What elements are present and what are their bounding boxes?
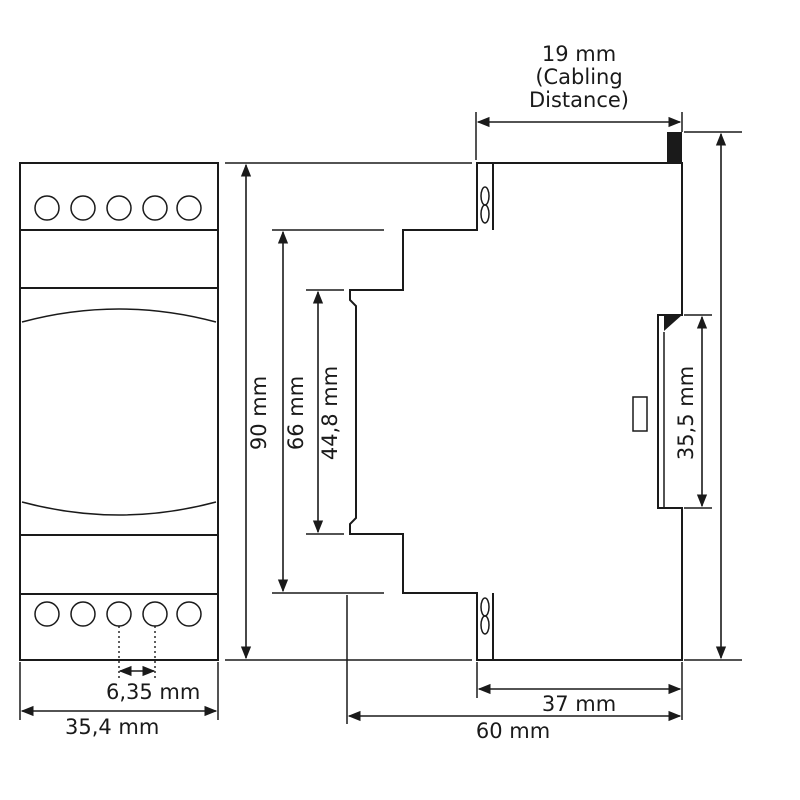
- rail-latch: [632, 396, 648, 432]
- front-panel-curve-top: [21, 308, 217, 323]
- label-cabling-2: (Cabling: [535, 65, 622, 89]
- screw-head: [480, 615, 490, 635]
- front-outline: [19, 162, 219, 661]
- terminal-screw: [176, 601, 202, 627]
- label-44: 44,8 mm: [318, 366, 342, 460]
- screw-head: [480, 597, 490, 617]
- rail-clip: [664, 315, 682, 331]
- side-view: [349, 132, 683, 661]
- label-pitch: 6,35 mm: [106, 680, 200, 704]
- dimension-labels: 19 mm (Cabling Distance) 90 mm 66 mm 44,…: [65, 42, 698, 743]
- terminal-screw: [176, 195, 202, 221]
- terminal-screw: [34, 195, 60, 221]
- top-terminals: [34, 195, 202, 221]
- cabling-block: [667, 132, 682, 163]
- side-outline: [349, 162, 683, 661]
- terminal-screw: [142, 195, 168, 221]
- front-view: [19, 162, 219, 720]
- label-90: 90 mm: [247, 376, 271, 450]
- side-dimensions: [346, 112, 742, 724]
- label-66: 66 mm: [284, 376, 308, 450]
- terminal-screw: [106, 195, 132, 221]
- label-width: 35,4 mm: [65, 715, 159, 739]
- label-cabling-3: Distance): [529, 88, 629, 112]
- label-35: 35,5 mm: [674, 366, 698, 460]
- terminal-screw: [70, 195, 96, 221]
- bottom-terminals: [34, 601, 202, 627]
- front-panel-curve-bottom: [21, 501, 217, 516]
- label-60: 60 mm: [476, 719, 550, 743]
- terminal-screw: [106, 601, 132, 627]
- terminal-screw: [34, 601, 60, 627]
- label-cabling-1: 19 mm: [542, 42, 616, 66]
- terminal-screw: [142, 601, 168, 627]
- screw-head: [480, 186, 490, 206]
- screw-head: [480, 204, 490, 224]
- terminal-screw: [70, 601, 96, 627]
- label-37: 37 mm: [542, 692, 616, 716]
- height-dimensions: [225, 162, 472, 661]
